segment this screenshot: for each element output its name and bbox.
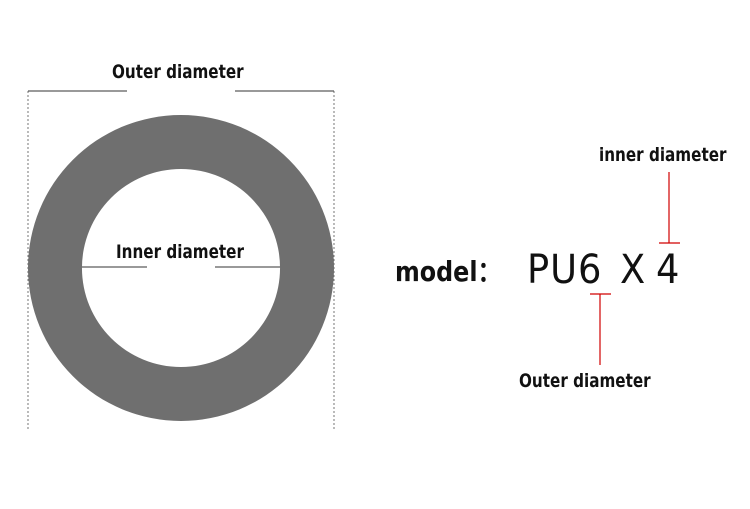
outer-diameter-annotation: Outer diameter <box>519 370 651 392</box>
model-code-x: X <box>620 247 647 293</box>
tube-cross-section-ring <box>28 115 334 421</box>
inner-diameter-annotation: inner diameter <box>599 144 727 166</box>
model-code-4: 4 <box>656 247 681 293</box>
model-code-pu6: PU6 <box>527 247 603 293</box>
model-label: model： <box>395 255 502 288</box>
outer-diameter-label: Outer diameter <box>112 61 244 83</box>
inner-diameter-label: Inner diameter <box>116 241 244 263</box>
